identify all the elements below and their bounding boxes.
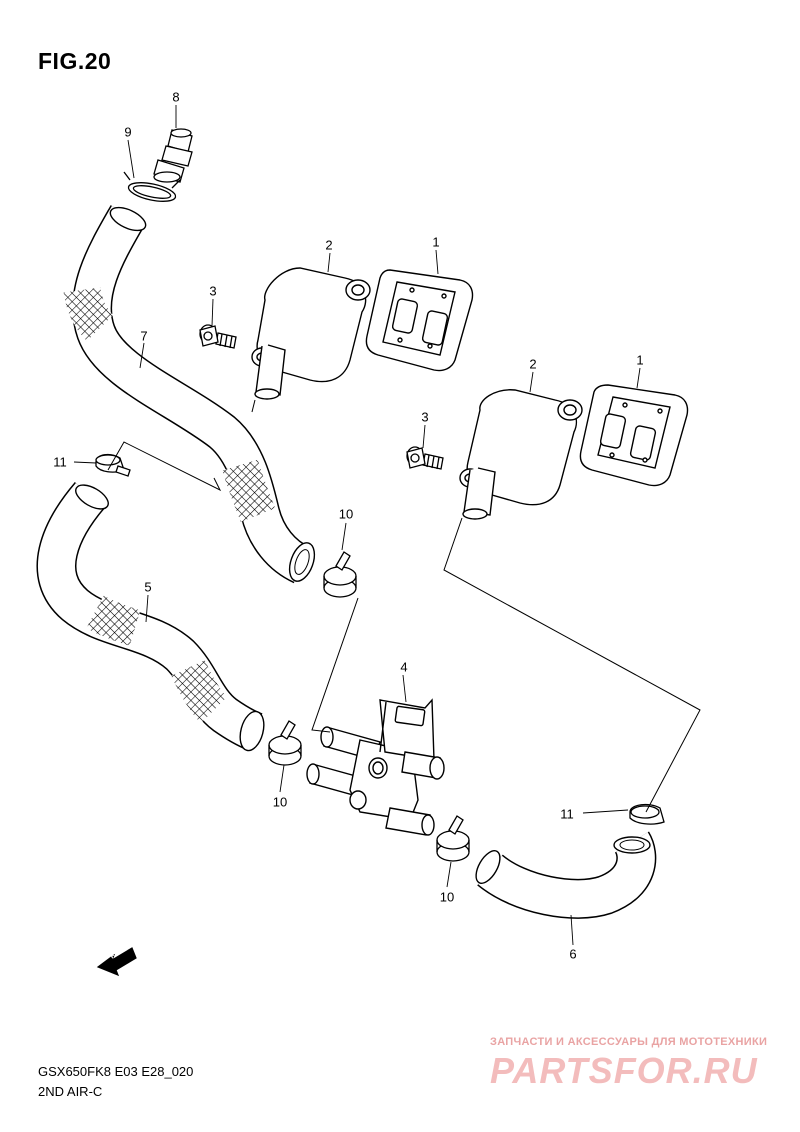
callout-part-1-lower: 1: [636, 352, 644, 368]
watermark-site-logo: PARTSFOR.RU: [490, 1050, 758, 1091]
part-10-clamp-c: [436, 815, 470, 862]
part-8-pipe-fitting: [153, 128, 193, 183]
callout-part-9: 9: [124, 124, 132, 140]
fwd-arrow-icon: [96, 947, 137, 977]
part-2-cover-lower: [459, 389, 583, 520]
callout-part-8: 8: [172, 89, 180, 105]
callout-part-2-upper: 2: [325, 237, 333, 253]
callout-part-2-lower: 2: [529, 356, 537, 372]
part-11-clip-b: [629, 803, 665, 825]
callout-part-4: 4: [400, 659, 408, 675]
part-3-bolt-upper: [199, 324, 237, 349]
part-4-control-valve: [306, 698, 445, 836]
callout-part-7: 7: [140, 328, 148, 344]
part-2-cover-upper: [251, 267, 371, 400]
callout-part-5: 5: [144, 579, 152, 595]
callout-part-1-upper: 1: [432, 234, 440, 250]
callout-part-11-upper: 11: [53, 454, 67, 470]
callout-part-10-b: 10: [272, 794, 288, 810]
footer-model-code: GSX650FK8 E03 E28_020: [38, 1064, 194, 1079]
part-6-hose: [475, 831, 657, 919]
figure-title: FIG.20: [38, 48, 112, 74]
watermark-tagline: ЗАПЧАСТИ И АКСЕССУАРЫ ДЛЯ МОТОТЕХНИКИ: [490, 1036, 768, 1048]
callout-part-11-lower: 11: [560, 806, 574, 822]
callout-part-10-a: 10: [338, 506, 354, 522]
leader-lines: [73, 105, 641, 946]
callout-part-10-c: 10: [439, 889, 455, 905]
callout-part-3-lower: 3: [421, 409, 429, 425]
connection-lines: [107, 399, 701, 813]
part-10-clamp-a: [323, 551, 357, 598]
callout-part-3-upper: 3: [209, 283, 217, 299]
part-3-bolt-lower: [406, 446, 444, 470]
part-10-clamp-b: [268, 720, 302, 766]
callout-part-6: 6: [569, 946, 577, 962]
part-1-reed-valve-upper: [365, 269, 474, 372]
part-1-reed-valve-lower: [579, 384, 689, 487]
part-7-hose: [63, 205, 316, 584]
part-9-clip: [123, 171, 181, 202]
footer-section-name: 2ND AIR-C: [38, 1084, 103, 1099]
part-11-clip-a: [95, 453, 131, 477]
part-5-hose: [36, 481, 265, 752]
